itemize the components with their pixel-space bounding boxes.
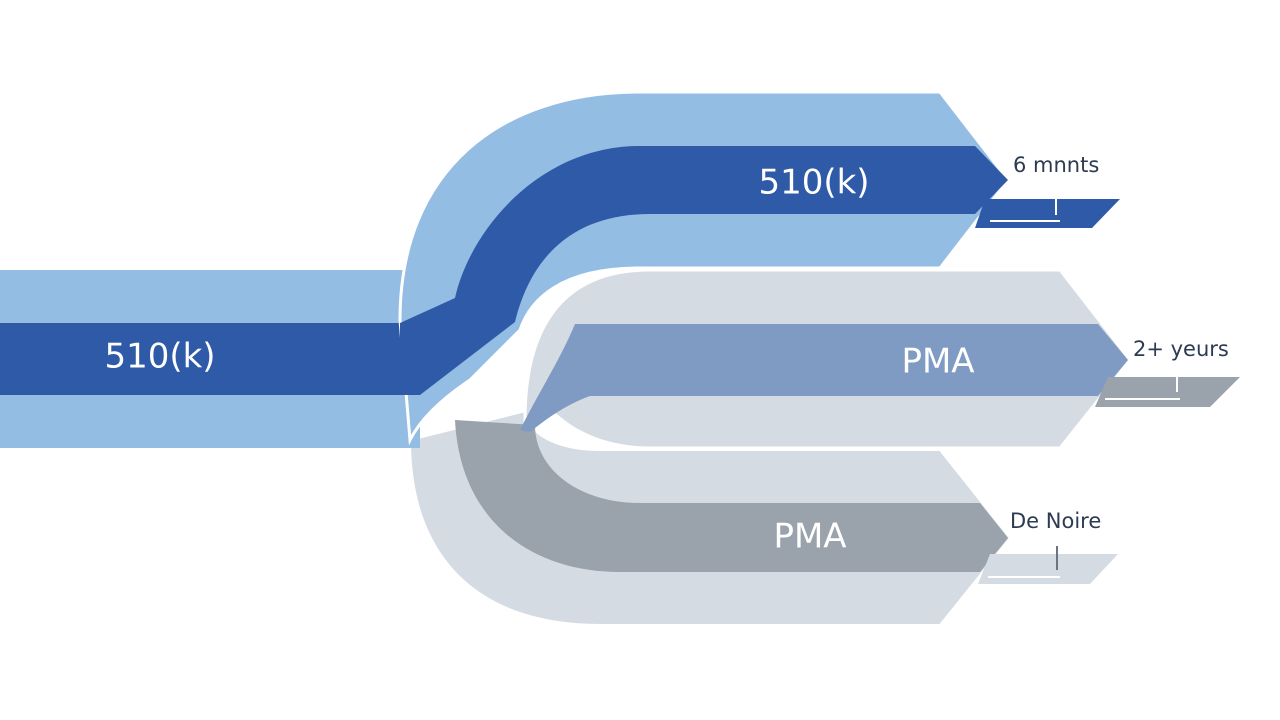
timeline-top-marker <box>975 199 1120 228</box>
timeline-middle-label: 2+ yeurs <box>1133 337 1229 361</box>
path-middle-label: PMA <box>901 342 974 382</box>
timeline-middle: 2+ yeurs <box>1095 337 1240 407</box>
entry-band-label: 510(k) <box>104 337 215 377</box>
path-middle: PMA <box>520 268 1132 450</box>
timeline-bottom-marker <box>978 554 1118 584</box>
entry-band-inner <box>0 323 420 395</box>
path-middle-inner-band <box>520 324 1128 432</box>
timeline-middle-marker <box>1095 377 1240 407</box>
path-bottom-label: PMA <box>773 517 846 557</box>
path-bottom-inner-band <box>455 420 1008 572</box>
path-top: 510(k) <box>398 90 1010 446</box>
timeline-top-label: 6 mnnts <box>1013 153 1099 177</box>
timeline-bottom-label: De Noire <box>1010 509 1101 533</box>
timeline-bottom: De Noire <box>978 509 1118 584</box>
path-bottom: PMA <box>408 408 1012 626</box>
path-top-label: 510(k) <box>758 163 869 203</box>
path-top-inner-band <box>400 146 1008 395</box>
entry-band: 510(k) <box>0 270 420 448</box>
timeline-top: 6 mnnts <box>975 153 1120 228</box>
